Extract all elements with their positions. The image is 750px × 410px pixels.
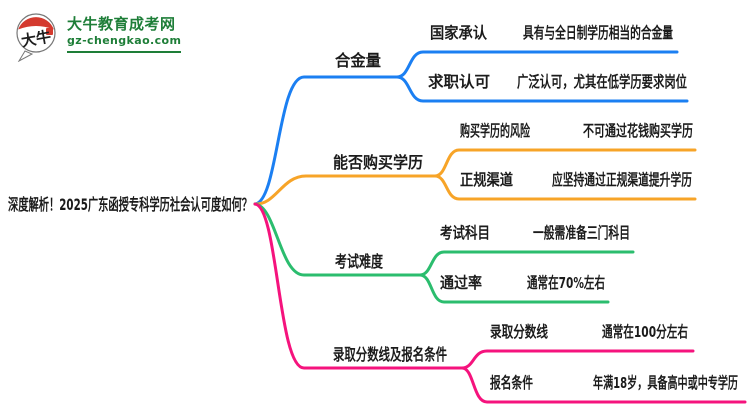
branch-2-child-2-value: 应坚持通过正规渠道提升学历	[552, 170, 692, 189]
branch-2-main-line	[253, 174, 437, 206]
branch-4-main-line	[253, 202, 464, 370]
branch-2-child-2-key: 正规渠道	[460, 170, 513, 189]
site-domain: gz-chengkao.com	[67, 33, 182, 47]
branch-3-child-1-value: 一般需准备三门科目	[533, 223, 630, 242]
logo-text-block: 大牛教育成考网 gz-chengkao.com	[67, 15, 182, 54]
branch-4-child-2-value: 年满18岁，具备高中或中专学历	[593, 373, 738, 392]
branch-1: 合金量 国家承认 具有与全日制学历相当的合金量 求职认可 广泛认可，尤其在低学历…	[253, 23, 689, 206]
branch-2-child-1-key: 购买学历的风险	[460, 121, 530, 140]
branch-1-child-1-key: 国家承认	[430, 23, 487, 42]
branch-1-label: 合金量	[335, 51, 381, 70]
branch-4-child-2-key: 报名条件	[490, 373, 533, 392]
branch-4-child-2-line	[460, 366, 747, 404]
branch-4-child-1-value: 通常在100分左右	[602, 322, 688, 341]
branch-3-label: 考试难度	[335, 252, 384, 271]
branch-2: 能否购买学历 购买学历的风险 不可通过花钱购买学历 正规渠道 应坚持通过正规渠道…	[253, 121, 697, 206]
branch-2-child-2-line	[433, 174, 697, 201]
branch-1-child-2-line	[395, 75, 689, 103]
daniu-logo-icon: 大牛	[16, 13, 56, 62]
branch-3-child-2-value: 通常在70%左右	[527, 273, 605, 292]
branch-2-child-1-value: 不可通过花钱购买学历	[583, 121, 693, 140]
logo-characters: 大牛	[20, 28, 53, 51]
branch-3-child-2-line	[418, 273, 610, 304]
branch-1-main-line	[253, 75, 399, 206]
branch-4-child-1-line	[460, 349, 695, 370]
site-name: 大牛教育成考网	[67, 15, 176, 33]
logo-red-hat	[18, 17, 54, 30]
branch-1-child-2-key: 求职认可	[428, 72, 490, 91]
branch-1-child-2-value: 广泛认可，尤其在低学历要求岗位	[517, 72, 687, 91]
site-logo: 大牛 大牛教育成考网 gz-chengkao.com	[12, 8, 182, 62]
branch-3-child-1-key: 考试科目	[440, 223, 490, 242]
branch-4: 录取分数线及报名条件 录取分数线 通常在100分左右 报名条件 年满18岁，具备…	[253, 202, 747, 404]
branch-4-label: 录取分数线及报名条件	[333, 345, 447, 364]
branch-4-child-1-key: 录取分数线	[490, 322, 548, 341]
logo-bubble-tail	[17, 50, 34, 62]
branch-2-label: 能否购买学历	[333, 153, 423, 172]
branch-3-child-1-line	[418, 250, 635, 277]
branch-3-child-2-key: 通过率	[440, 273, 482, 292]
root-topic: 深度解析！2025广东函授专科学历社会认可度如何？	[8, 195, 252, 214]
logo-seal-icon	[46, 28, 53, 35]
branch-1-child-1-value: 具有与全日制学历相当的合金量	[523, 23, 673, 42]
branch-3: 考试难度 考试科目 一般需准备三门科目 通过率 通常在70%左右	[253, 202, 635, 304]
